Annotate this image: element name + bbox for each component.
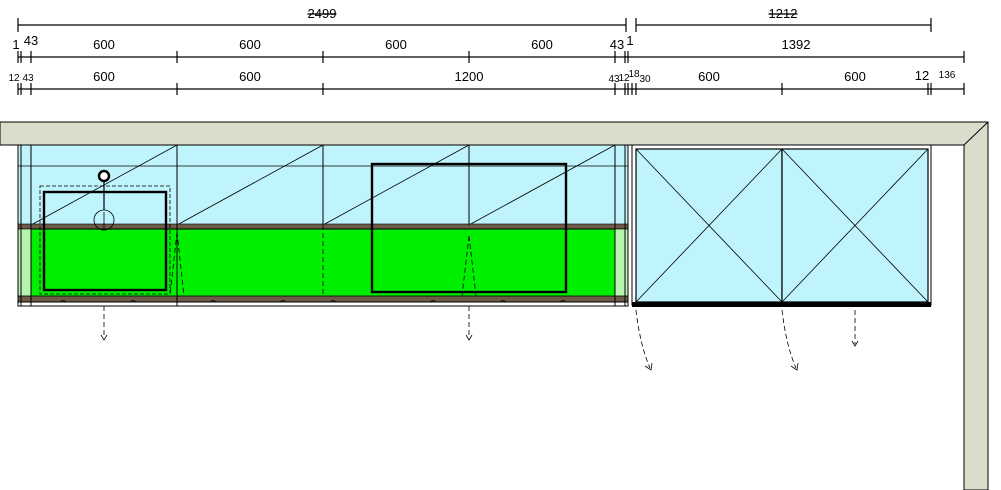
dim-r2-c1: 600 bbox=[93, 69, 115, 84]
dim-r2-f: 18 bbox=[628, 69, 640, 80]
dim-r2-j: 136 bbox=[939, 70, 956, 81]
tap-icon bbox=[97, 169, 111, 183]
wall-section bbox=[0, 121, 989, 490]
dim-r2-a: 12 bbox=[8, 73, 20, 84]
dim-r2-c2: 600 bbox=[239, 69, 261, 84]
sink-cutout bbox=[39, 185, 171, 295]
dim-r1-c3: 600 bbox=[385, 37, 407, 52]
dim-r2-d: 43 bbox=[608, 74, 620, 85]
drain-icon bbox=[93, 209, 115, 231]
dim-r1-d: 43 bbox=[610, 37, 624, 52]
dim-r1-c1: 600 bbox=[93, 37, 115, 52]
dim-r2-g: 30 bbox=[639, 74, 651, 85]
dimension-lines bbox=[17, 18, 965, 95]
dim-r2-h2: 600 bbox=[844, 69, 866, 84]
dim-r1-c4: 600 bbox=[531, 37, 553, 52]
dim-r2-e: 12 bbox=[618, 73, 630, 84]
dim-r2-i: 12 bbox=[915, 68, 929, 83]
dim-r1-f: 1392 bbox=[782, 37, 811, 52]
sink-basin bbox=[42, 190, 168, 292]
dim-r2-h1: 600 bbox=[698, 69, 720, 84]
dim-r2-b: 43 bbox=[22, 73, 34, 84]
dim-overall-right: 1212 bbox=[769, 6, 798, 21]
dim-r2-c3: 1200 bbox=[455, 69, 484, 84]
dim-r1-e: 1 bbox=[626, 33, 633, 48]
dim-r1-c2: 600 bbox=[239, 37, 261, 52]
dim-overall-left: 2499 bbox=[308, 6, 337, 21]
dim-r1-a: 1 bbox=[12, 37, 19, 52]
dimension-labels: 2499 1212 1 43 600 600 600 600 43 1 1392… bbox=[8, 6, 955, 85]
left-cabinet-run bbox=[17, 144, 629, 341]
right-cabinet-run bbox=[631, 144, 932, 371]
dim-r1-b: 43 bbox=[24, 33, 38, 48]
hob-outline bbox=[370, 162, 568, 294]
